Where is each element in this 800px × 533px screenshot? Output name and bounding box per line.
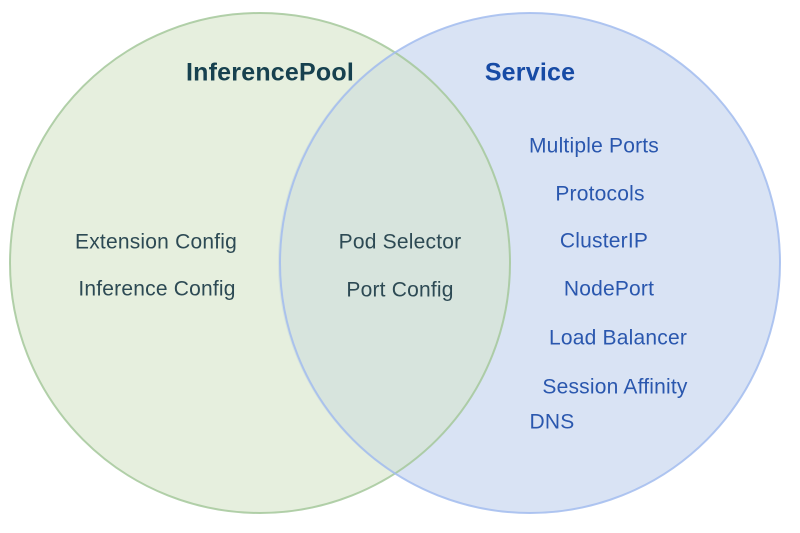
- right-item-clusterip: ClusterIP: [559, 229, 649, 253]
- inferencepool-title: InferencePool: [186, 58, 354, 87]
- overlap-item-pod-selector: Pod Selector: [338, 230, 462, 254]
- service-circle-outline: [279, 12, 781, 514]
- overlap-item-port-config: Port Config: [346, 278, 454, 302]
- left-item-inference-config: Inference Config: [78, 277, 236, 301]
- right-item-multiple-ports: Multiple Ports: [528, 134, 660, 158]
- service-title: Service: [484, 58, 576, 87]
- right-item-dns: DNS: [529, 410, 575, 434]
- right-item-protocols: Protocols: [555, 182, 645, 206]
- left-item-extension-config: Extension Config: [75, 230, 237, 254]
- overlap-region: [277, 51, 511, 475]
- right-item-session-affinity: Session Affinity: [542, 375, 688, 399]
- inferencepool-circle-outline: [9, 12, 511, 514]
- right-item-load-balancer: Load Balancer: [548, 326, 688, 350]
- right-item-nodeport: NodePort: [563, 277, 655, 301]
